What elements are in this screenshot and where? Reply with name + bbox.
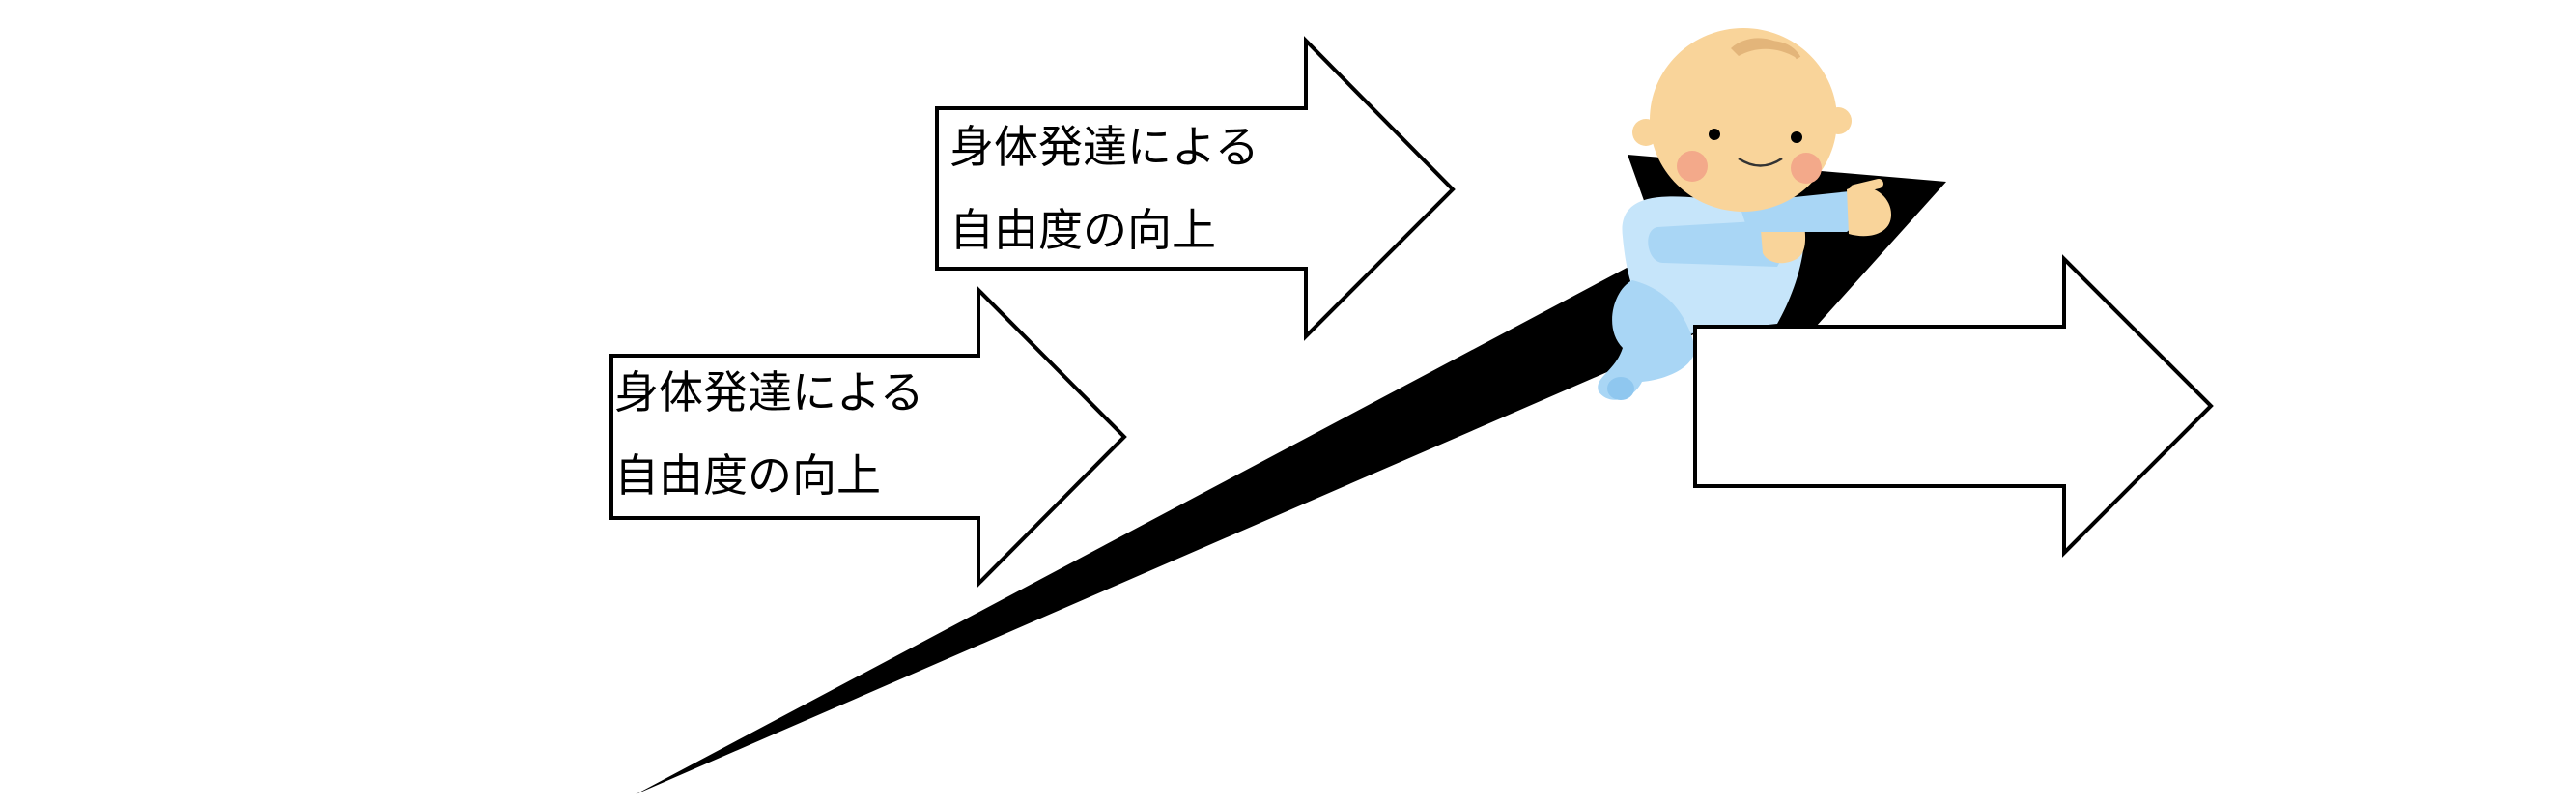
upper-arrow-shape (935, 36, 1456, 341)
lower-arrow-shape (609, 285, 1127, 589)
baby-crawling-icon (1598, 28, 1891, 400)
lower-development-arrow: 身体発達による 自由度の向上 (609, 285, 1127, 589)
lower-arrow-label-line1: 身体発達による (614, 366, 924, 418)
lower-arrow-label-line2: 自由度の向上 (614, 449, 881, 502)
upper-arrow-label-line2: 自由度の向上 (949, 204, 1216, 256)
right-development-arrow (1693, 254, 2214, 558)
upper-arrow-label-line1: 身体発達による (949, 121, 1260, 173)
right-arrow-shape (1693, 254, 2214, 558)
upper-development-arrow: 身体発達による 自由度の向上 (935, 36, 1456, 341)
